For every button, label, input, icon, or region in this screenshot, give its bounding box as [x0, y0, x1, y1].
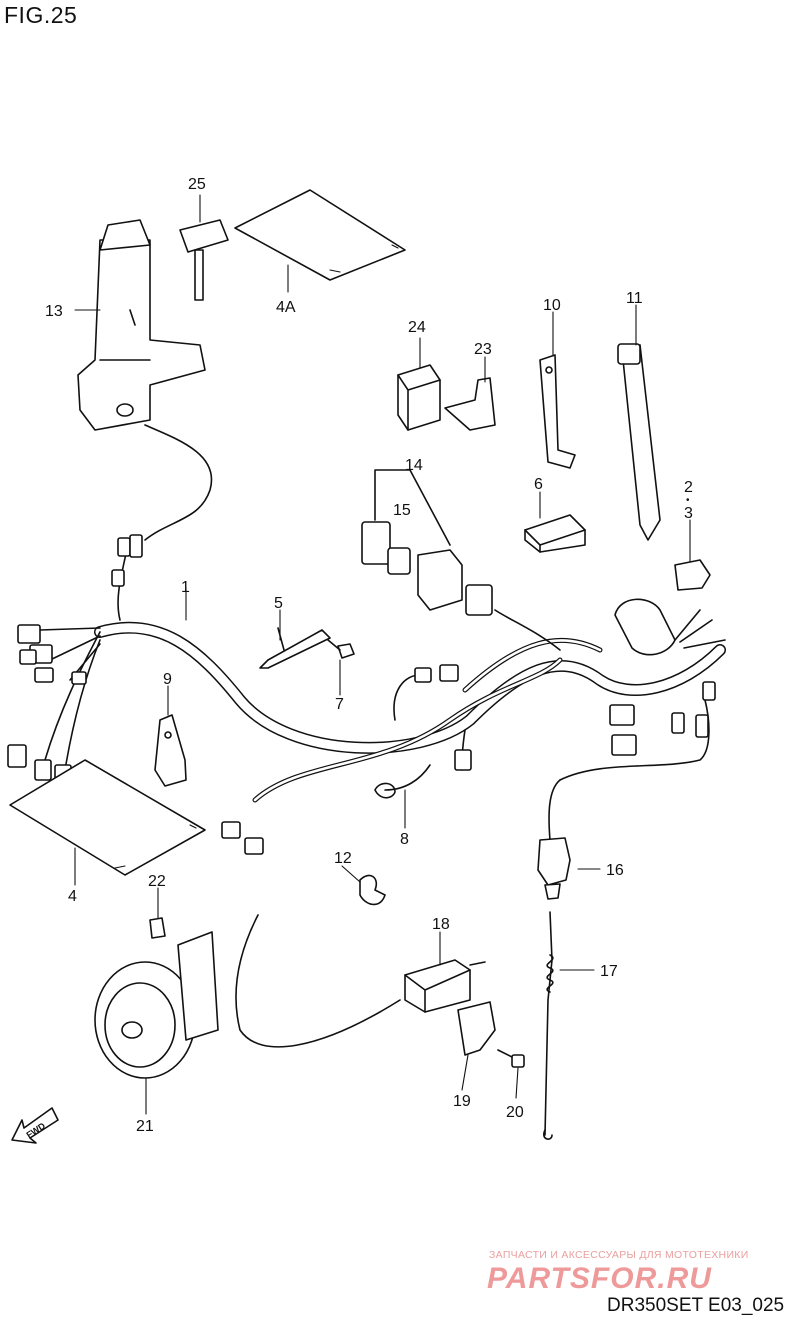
callout-25: 25	[188, 176, 206, 193]
callout-19: 19	[453, 1093, 471, 1110]
callout-5: 5	[274, 595, 283, 612]
brake-switch	[235, 914, 486, 1048]
callout-4: 4	[68, 888, 77, 905]
callout-1: 1	[181, 579, 190, 596]
callout-4a: 4A	[276, 299, 296, 316]
callout-15: 15	[393, 502, 411, 519]
callout-23: 23	[474, 341, 492, 358]
callout-12: 12	[334, 850, 352, 867]
drawing-code: DR350SET E03_025	[607, 1295, 785, 1316]
rubber-pad	[524, 514, 586, 553]
label-sheet-4a	[234, 189, 406, 281]
callout-21: 21	[136, 1118, 154, 1135]
horn	[94, 931, 219, 1079]
screw-7	[327, 639, 355, 659]
leader-lines	[74, 194, 691, 1115]
watermark-tagline: ЗАПЧАСТИ И АКСЕССУАРЫ ДЛЯ МОТОТЕХНИКИ	[489, 1249, 749, 1261]
wiring-harness[interactable]	[39, 424, 726, 841]
callout-18: 18	[432, 916, 450, 933]
callout-22: 22	[148, 873, 166, 890]
callout-11: 11	[626, 290, 643, 307]
screw-20	[497, 1049, 525, 1068]
cable-tie	[617, 343, 661, 541]
clamp-12	[359, 874, 386, 906]
label-sheet-4	[9, 759, 206, 876]
callout-2: 2	[684, 479, 693, 496]
callout-6: 6	[534, 476, 543, 493]
cable-17	[543, 911, 554, 1140]
bracket-strap	[539, 354, 576, 469]
left-connector-cluster	[7, 534, 143, 786]
key	[179, 219, 229, 301]
callout-14: 14	[405, 457, 423, 474]
callout-10: 10	[543, 297, 561, 314]
small-connector-2-3	[674, 559, 711, 591]
clip-9	[154, 714, 187, 787]
callout-9: 9	[163, 671, 172, 688]
callout-8: 8	[400, 831, 409, 848]
callout-labels: 25 4A 13 24 23 10 11 14 15 6 2 • 3 1 5 7…	[45, 176, 693, 1135]
fwd-arrow-icon: FWD	[11, 1107, 59, 1144]
switch-bracket	[457, 1001, 496, 1056]
connector-assembly	[361, 469, 493, 616]
relay-bracket	[444, 377, 496, 431]
callout-3: 3	[684, 505, 693, 522]
callout-13: 13	[45, 303, 63, 320]
ignition-switch	[77, 219, 206, 431]
callout-20: 20	[506, 1104, 524, 1121]
relay	[397, 364, 441, 431]
callout-24: 24	[408, 319, 426, 336]
figure-title: FIG.25	[4, 2, 78, 28]
harness-connectors	[221, 598, 726, 855]
callout-16: 16	[606, 862, 624, 879]
callout-7: 7	[335, 696, 344, 713]
neutral-switch	[537, 837, 571, 900]
bolt-22	[149, 917, 166, 939]
watermark-logo: PARTSFOR.RU	[487, 1262, 712, 1295]
callout-17: 17	[600, 963, 618, 980]
wire-clamp	[259, 627, 331, 669]
callout-separator: •	[686, 495, 690, 506]
